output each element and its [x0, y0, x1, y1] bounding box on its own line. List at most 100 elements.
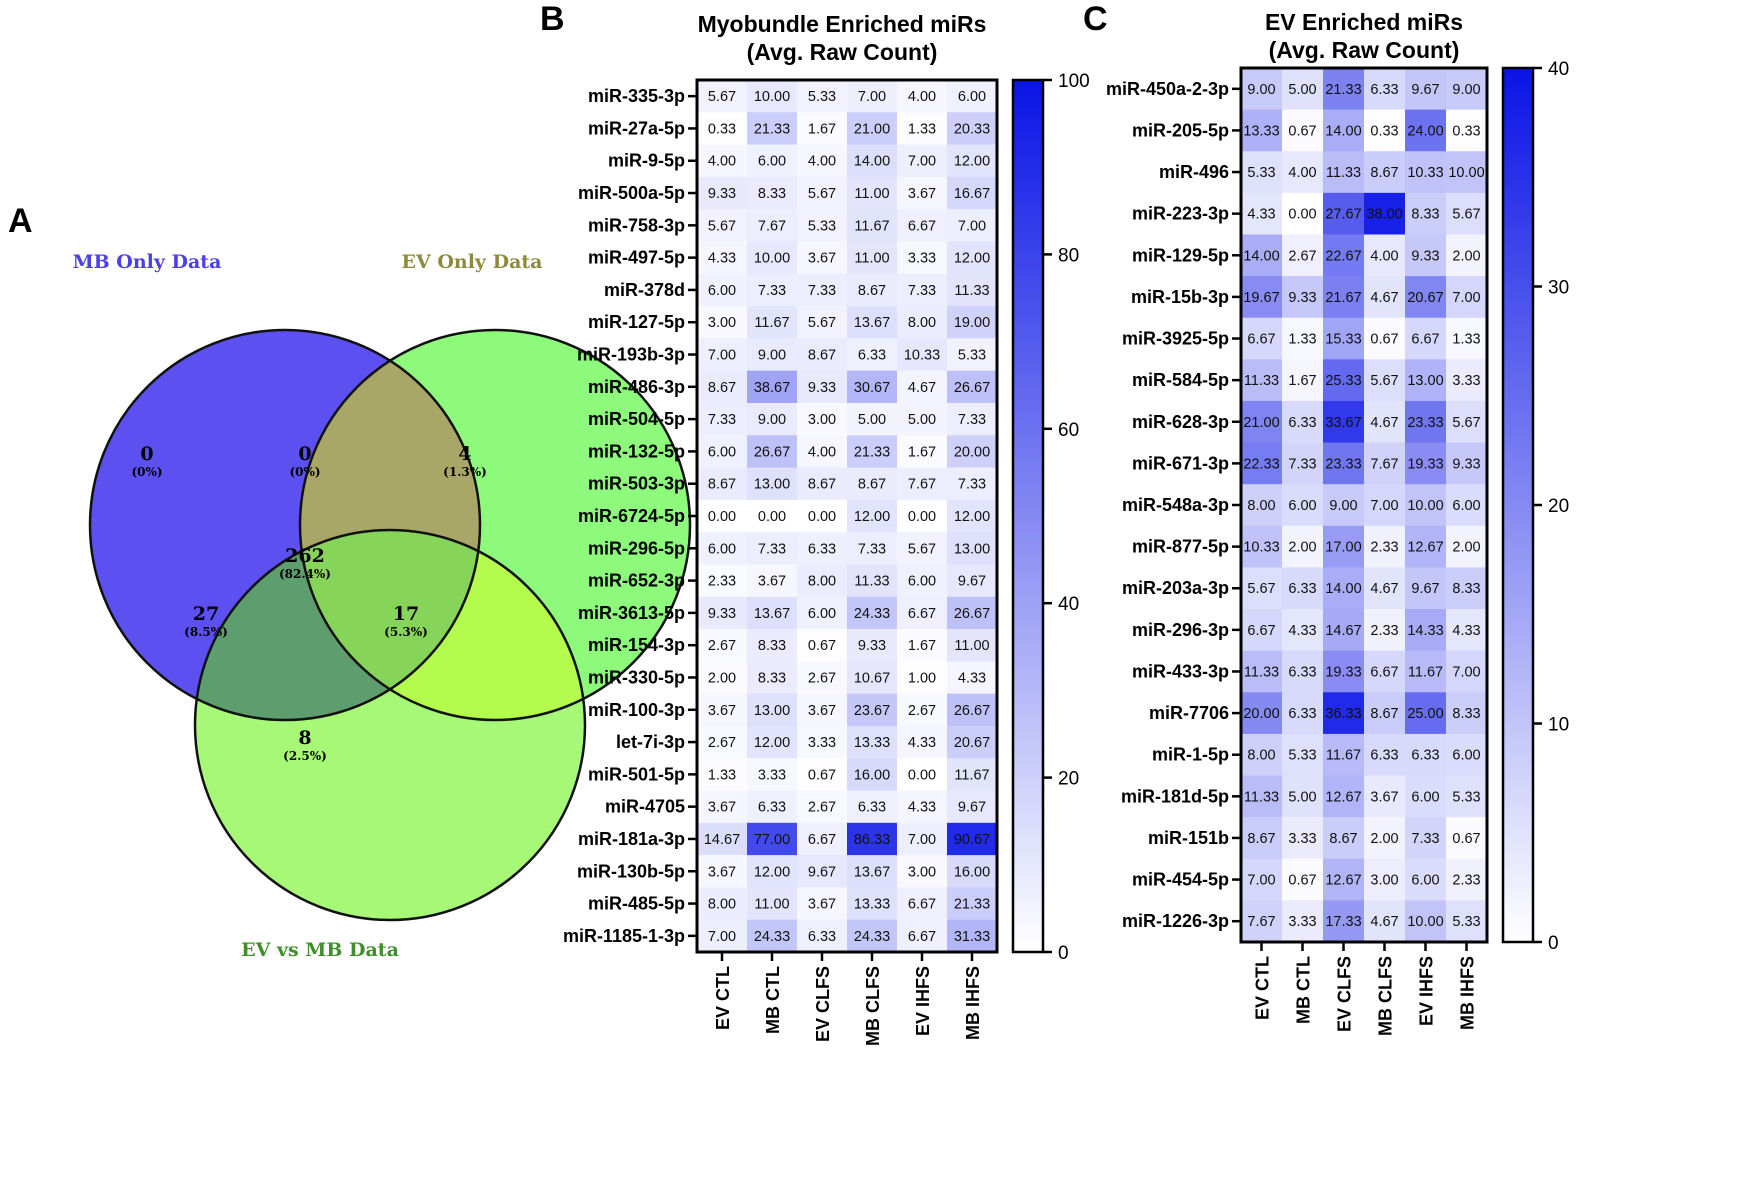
- hm-b-cell: [897, 532, 948, 565]
- hm-b-cell-label: 2.33: [708, 574, 736, 590]
- hm-b-cell: [847, 241, 898, 275]
- hm-b-cell-label: 6.67: [908, 606, 936, 622]
- hm-c-cell-label: 0.00: [1288, 207, 1316, 223]
- hm-c-row-label: miR-877-5p: [1132, 537, 1229, 557]
- hm-b-cell-label: 3.67: [758, 574, 786, 590]
- hm-b-cell-label: 5.67: [908, 541, 936, 557]
- hm-b-cell-label: 8.00: [808, 574, 836, 590]
- hm-c-cell: [1241, 900, 1283, 943]
- hm-c-cell: [1282, 109, 1324, 152]
- hm-c-cell: [1241, 317, 1283, 360]
- hm-b-cell: [797, 273, 848, 307]
- hm-c-cell-label: 5.33: [1452, 789, 1480, 805]
- hm-c-cell: [1364, 151, 1406, 194]
- hm-c-cell-label: 7.00: [1452, 290, 1480, 306]
- hm-b-cell: [797, 144, 848, 178]
- hm-b-cell: [947, 209, 998, 242]
- hm-b-cell: [797, 822, 848, 856]
- hm-b-cell-label: 9.67: [958, 800, 986, 816]
- hm-c-cell-label: 2.33: [1370, 540, 1398, 556]
- hm-c-cell-label: 2.67: [1288, 248, 1316, 264]
- hm-c-cell: [1282, 858, 1324, 901]
- hm-b-cell: [747, 725, 798, 759]
- hm-b-cell: [947, 144, 998, 178]
- hm-b-cell: [747, 855, 798, 888]
- hm-b-cell: [847, 209, 898, 242]
- venn-label-evmb: EV vs MB Data: [241, 939, 399, 961]
- hm-b-cell: [947, 758, 998, 792]
- hm-b-cell: [797, 370, 848, 404]
- hm-b-cell-label: 11.33: [954, 283, 989, 299]
- hm-b-cell: [797, 209, 848, 242]
- hm-b-cell: [747, 241, 798, 275]
- hm-b-row-label: miR-132-5p: [588, 441, 685, 461]
- hm-c-cell: [1405, 858, 1447, 901]
- hm-b-cell-label: 6.33: [858, 800, 886, 816]
- hm-b-cell: [747, 112, 798, 146]
- hm-b-cell: [697, 693, 748, 727]
- hm-c-cell: [1405, 484, 1447, 527]
- hm-b-cell-label: 7.00: [908, 154, 936, 170]
- hm-b-cell: [797, 241, 848, 275]
- hm-c-cell: [1282, 192, 1324, 235]
- hm-c-cell-label: 38.00: [1366, 207, 1402, 223]
- hm-b-row-label: miR-100-3p: [588, 700, 685, 720]
- hm-b-row-label: miR-504-5p: [588, 409, 685, 429]
- hm-b-cell-label: 13.67: [854, 315, 890, 331]
- venn-pct-evmb-only: (2.5%): [283, 749, 327, 763]
- venn-pct-mb-only: (0%): [131, 465, 162, 479]
- hm-c-cell: [1364, 192, 1406, 235]
- hm-b-cell: [947, 822, 998, 856]
- hm-b-cell-label: 16.00: [854, 767, 890, 783]
- hm-c-cell-label: 9.00: [1247, 82, 1275, 98]
- hm-b-cell: [697, 499, 748, 533]
- hm-c-cell: [1364, 733, 1406, 777]
- hm-c-cell: [1405, 442, 1447, 485]
- hm-c-cell: [1446, 567, 1488, 610]
- hm-c-cell: [1241, 151, 1283, 194]
- hm-b-cell-label: 2.67: [708, 638, 736, 654]
- hm-c-cell-label: 8.67: [1329, 831, 1357, 847]
- hm-b-cell-label: 21.33: [954, 897, 990, 913]
- hm-b-cell: [847, 855, 898, 888]
- hm-b-cell: [897, 80, 948, 113]
- hm-b-cell: [747, 370, 798, 404]
- hm-c-cell-label: 4.00: [1288, 165, 1316, 181]
- hm-c-cell-label: 0.33: [1452, 123, 1480, 139]
- hm-b-cell: [947, 112, 998, 146]
- hm-b-cell-label: 12.00: [754, 735, 790, 751]
- hm-c-row-label: miR-450a-2-3p: [1106, 79, 1229, 99]
- venn-count-all: 262: [285, 545, 325, 567]
- hm-c-cell-label: 5.00: [1288, 82, 1316, 98]
- hm-b-cell: [797, 564, 848, 598]
- hm-b-cell-label: 11.67: [754, 315, 789, 331]
- hm-b-cell: [847, 370, 898, 404]
- hm-c-row-label: miR-7706: [1149, 703, 1229, 723]
- hm-c-cell-label: 8.00: [1247, 498, 1275, 514]
- hm-c-cell-label: 8.33: [1452, 706, 1480, 722]
- hm-c-cell-label: 6.00: [1411, 873, 1439, 889]
- hm-c-cell-label: 15.33: [1325, 332, 1361, 348]
- hm-b-cell: [847, 661, 898, 695]
- hm-b-cell-label: 5.67: [808, 315, 836, 331]
- hm-c-cell: [1364, 900, 1406, 943]
- hm-b-cell: [697, 338, 748, 372]
- hm-c-cell: [1282, 567, 1324, 610]
- hm-b-row-label: miR-486-3p: [588, 377, 685, 397]
- hm-b-cell: [847, 273, 898, 307]
- hm-c-cell: [1323, 817, 1365, 860]
- hm-c-row-label: miR-628-3p: [1132, 412, 1229, 432]
- hm-b-cell-label: 6.00: [908, 574, 936, 590]
- hm-c-cell-label: 7.00: [1370, 498, 1398, 514]
- hm-c-cell: [1364, 609, 1406, 652]
- hm-b-cell-label: 14.67: [704, 832, 740, 848]
- venn-outline-evmb: [193, 528, 587, 922]
- hm-b-cell-label: 6.00: [958, 89, 986, 105]
- hm-c-cell-label: 17.00: [1325, 540, 1361, 556]
- hm-c-cell-label: 27.67: [1325, 207, 1361, 223]
- hm-c-cell: [1446, 692, 1488, 735]
- hm-c-cell: [1241, 400, 1283, 444]
- hm-c-cell: [1446, 234, 1488, 277]
- hm-c-cell: [1405, 317, 1447, 360]
- venn-pct-all: (82.4%): [279, 567, 331, 581]
